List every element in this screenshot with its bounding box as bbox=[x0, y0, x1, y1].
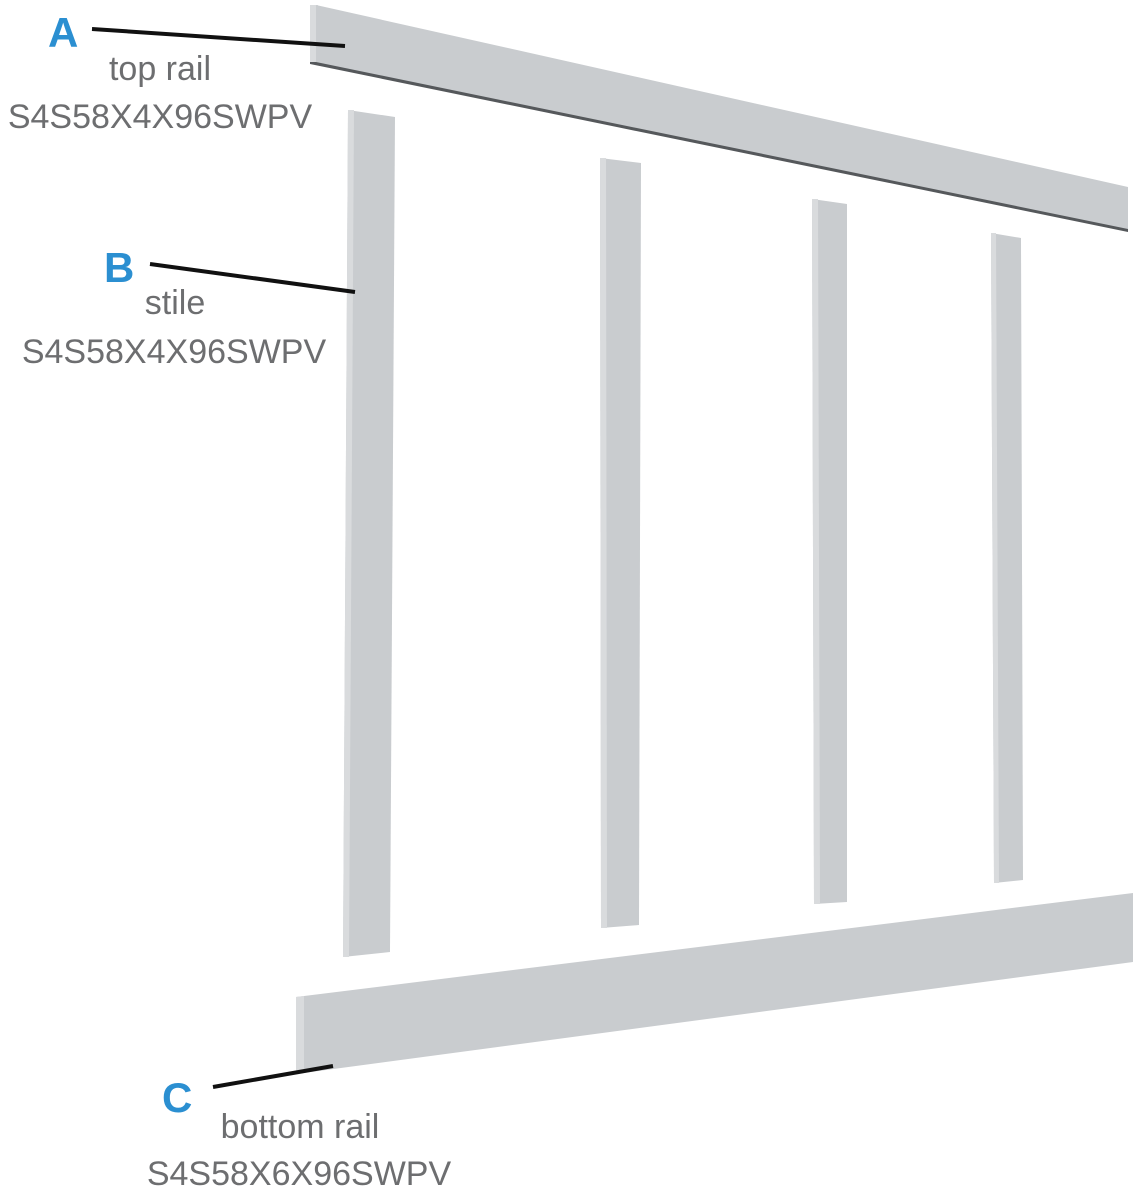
leader-line-a bbox=[91, 27, 346, 48]
stile-4 bbox=[991, 233, 1023, 883]
part-letter-c: C bbox=[162, 1074, 192, 1121]
part-name-b: stile bbox=[145, 284, 205, 322]
stile-3 bbox=[812, 199, 847, 904]
stile-boards bbox=[343, 110, 1023, 957]
leader-line-b bbox=[149, 262, 356, 294]
part-code-a: S4S58X4X96SWPV bbox=[8, 98, 313, 136]
part-letter-b: B bbox=[104, 244, 134, 291]
part-code-c: S4S58X6X96SWPV bbox=[147, 1155, 452, 1190]
top-rail-board bbox=[310, 5, 1128, 232]
bottom-rail-board bbox=[296, 893, 1133, 1074]
part-letter-a: A bbox=[48, 9, 78, 56]
stile-2 bbox=[600, 158, 641, 928]
leader-line-c bbox=[212, 1064, 334, 1089]
part-name-a: top rail bbox=[109, 50, 211, 88]
stile-1 bbox=[343, 110, 395, 957]
part-name-c: bottom rail bbox=[221, 1108, 380, 1146]
part-code-b: S4S58X4X96SWPV bbox=[22, 333, 327, 371]
